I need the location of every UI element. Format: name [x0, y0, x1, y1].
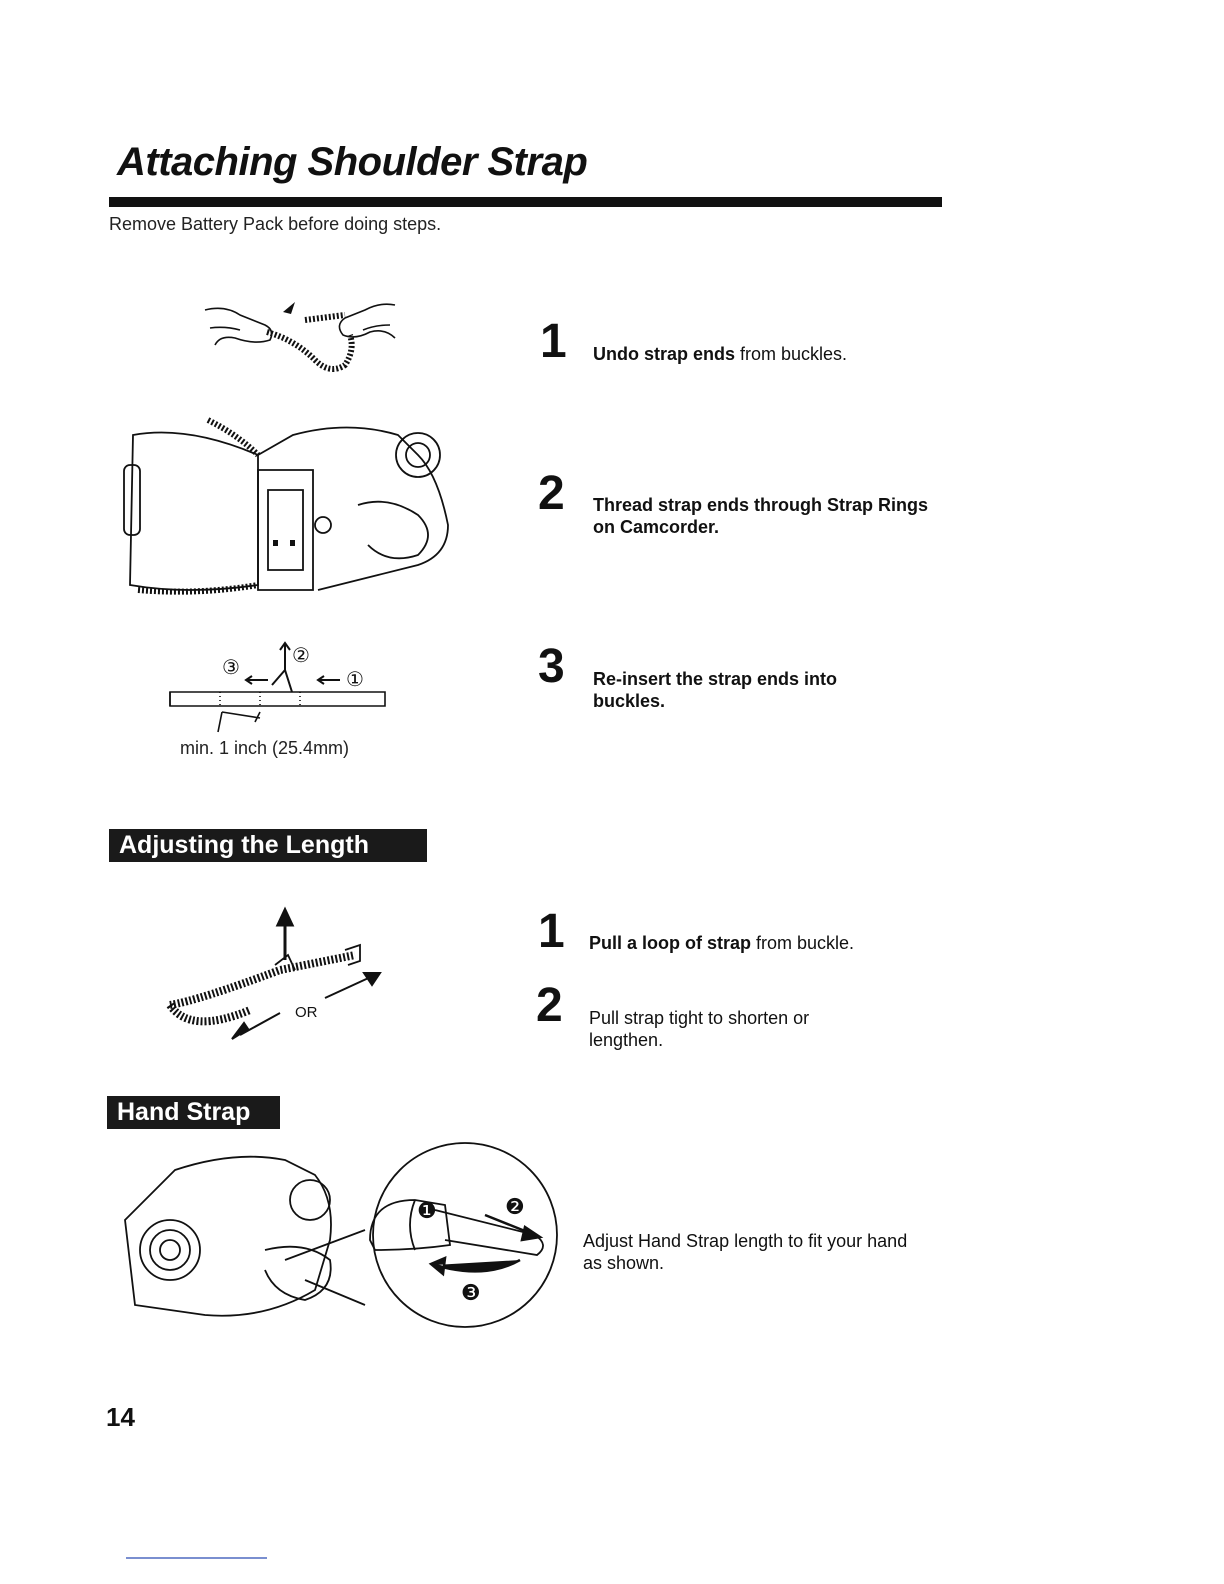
buckle-mark-1: ①: [346, 667, 364, 691]
hand-mark-3: ❸: [461, 1281, 481, 1306]
buckle-caption: min. 1 inch (25.4mm): [180, 738, 349, 759]
undo-strap-illustration: [195, 290, 410, 380]
step-text-2: Thread strap ends through Strap Rings on…: [593, 494, 933, 538]
step-number-3: 3: [538, 643, 565, 691]
step-number-1: 1: [540, 318, 567, 366]
adjust-step-text-1-rest: from buckle.: [751, 933, 854, 953]
camcorder-strap-illustration: [118, 415, 453, 605]
title-rule: [109, 197, 942, 207]
buckle-mark-3: ③: [222, 655, 240, 679]
hand-strap-illustration: ❶ ❷ ❸: [115, 1140, 555, 1335]
page-number: 14: [106, 1402, 135, 1433]
hand-mark-2: ❷: [505, 1195, 525, 1220]
step-text-3: Re-insert the strap ends into buckles.: [593, 668, 903, 712]
adjust-step-number-1: 1: [538, 908, 565, 956]
adjust-step-text-2-rest: Pull strap tight to shorten or lengthen.: [589, 1008, 809, 1050]
adjust-step-text-1: Pull a loop of strap from buckle.: [589, 932, 919, 954]
step-number-2: 2: [538, 470, 565, 518]
adjust-length-illustration: OR: [160, 905, 390, 1045]
adjust-length-heading: Adjusting the Length: [109, 829, 427, 862]
hand-strap-text: Adjust Hand Strap length to fit your han…: [583, 1230, 913, 1274]
step-text-1-bold: Undo strap ends: [593, 344, 735, 364]
intro-note: Remove Battery Pack before doing steps.: [109, 214, 441, 235]
buckle-mark-2: ②: [292, 643, 310, 667]
adjust-step-text-1-bold: Pull a loop of strap: [589, 933, 751, 953]
adjust-step-number-2: 2: [536, 982, 563, 1030]
hand-mark-1: ❶: [417, 1199, 437, 1224]
adjust-step-text-2: Pull strap tight to shorten or lengthen.: [589, 1007, 859, 1051]
bottom-rule: [126, 1557, 267, 1559]
buckle-diagram: ③ ② ①: [160, 640, 390, 740]
step-text-2-bold: Thread strap ends through Strap Rings on…: [593, 495, 928, 537]
hand-strap-heading: Hand Strap: [107, 1096, 280, 1129]
step-text-1: Undo strap ends from buckles.: [593, 343, 923, 365]
step-text-3-bold: Re-insert the strap ends into buckles.: [593, 669, 837, 711]
or-label: OR: [295, 1004, 318, 1021]
step-text-1-rest: from buckles.: [735, 344, 847, 364]
page-title: Attaching Shoulder Strap: [117, 140, 587, 185]
